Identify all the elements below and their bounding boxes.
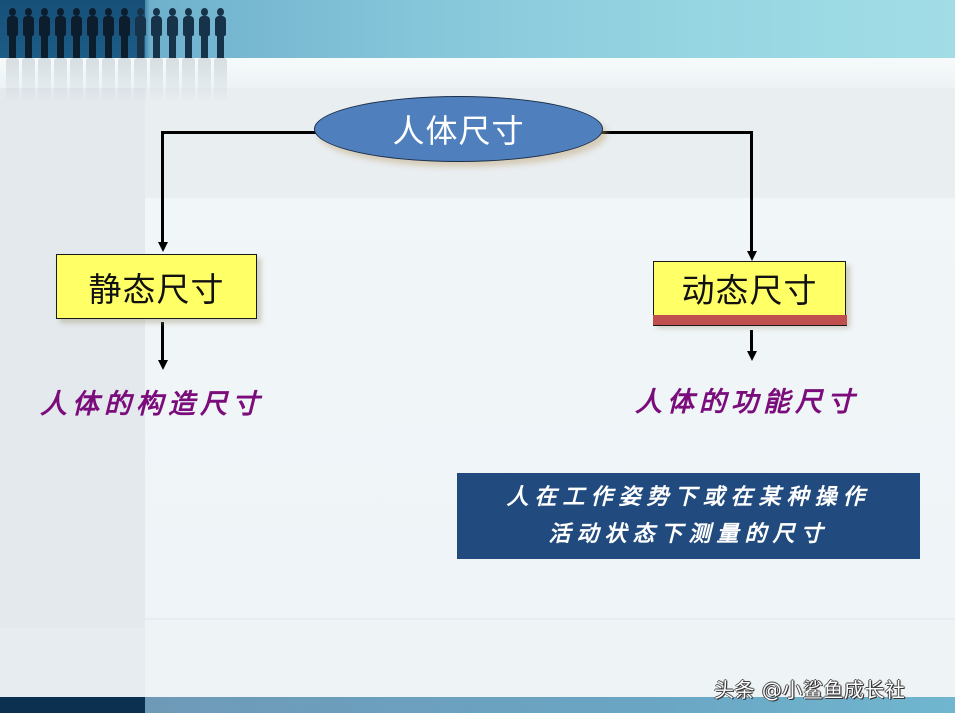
node-static-dimensions: 静态尺寸	[56, 254, 257, 319]
right-margin	[955, 0, 960, 720]
node-static-label: 静态尺寸	[88, 269, 225, 309]
node-dynamic-dimensions: 动态尺寸	[652, 261, 847, 326]
person-silhouette-icon	[118, 8, 131, 58]
functional-dimensions-description: 人在工作姿势下或在某种操作 活动状态下测量的尺寸	[457, 473, 920, 559]
person-silhouette-icon	[86, 8, 99, 58]
watermark: 头条 @小鲨鱼成长社	[714, 678, 906, 702]
person-silhouette-icon	[134, 8, 147, 58]
arrow-down-icon	[157, 242, 168, 252]
arrow-down-icon	[157, 360, 168, 370]
silhouette-reflections	[6, 58, 227, 104]
business-people-silhouettes	[6, 6, 227, 58]
person-silhouette-icon	[6, 8, 19, 58]
footer-bar-dark	[0, 697, 145, 713]
arrow-down-icon	[746, 351, 757, 361]
person-silhouette-icon	[38, 8, 51, 58]
background-lower-panel	[145, 620, 955, 700]
background-left-column	[0, 88, 145, 628]
description-line: 活动状态下测量的尺寸	[548, 521, 829, 547]
connector-right-horizontal	[598, 131, 753, 134]
person-silhouette-icon	[102, 8, 115, 58]
connector-dynamic-to-result	[750, 330, 753, 353]
result-structural-dimensions: 人体的构造尺寸	[40, 389, 264, 420]
person-silhouette-icon	[54, 8, 67, 58]
connector-left-horizontal	[161, 131, 317, 134]
root-node-label: 人体尺寸	[392, 112, 525, 150]
person-silhouette-icon	[166, 8, 179, 58]
person-silhouette-icon	[150, 8, 163, 58]
footer-bar	[145, 697, 955, 713]
person-silhouette-icon	[70, 8, 83, 58]
person-silhouette-icon	[198, 8, 211, 58]
root-node-human-dimensions: 人体尺寸	[314, 96, 603, 162]
node-accent-strip	[652, 314, 847, 326]
arrow-down-icon	[746, 251, 757, 261]
result-functional-dimensions: 人体的功能尺寸	[635, 387, 859, 418]
description-line: 人在工作姿势下或在某种操作	[506, 484, 871, 510]
node-dynamic-label: 动态尺寸	[681, 271, 818, 310]
person-silhouette-icon	[22, 8, 35, 58]
connector-right-vertical	[750, 131, 753, 251]
header-reflection-strip	[0, 58, 955, 88]
connector-left-vertical	[161, 131, 164, 243]
person-silhouette-icon	[182, 8, 195, 58]
person-silhouette-icon	[214, 8, 227, 58]
bottom-margin	[0, 713, 960, 720]
connector-static-to-result	[161, 322, 164, 362]
